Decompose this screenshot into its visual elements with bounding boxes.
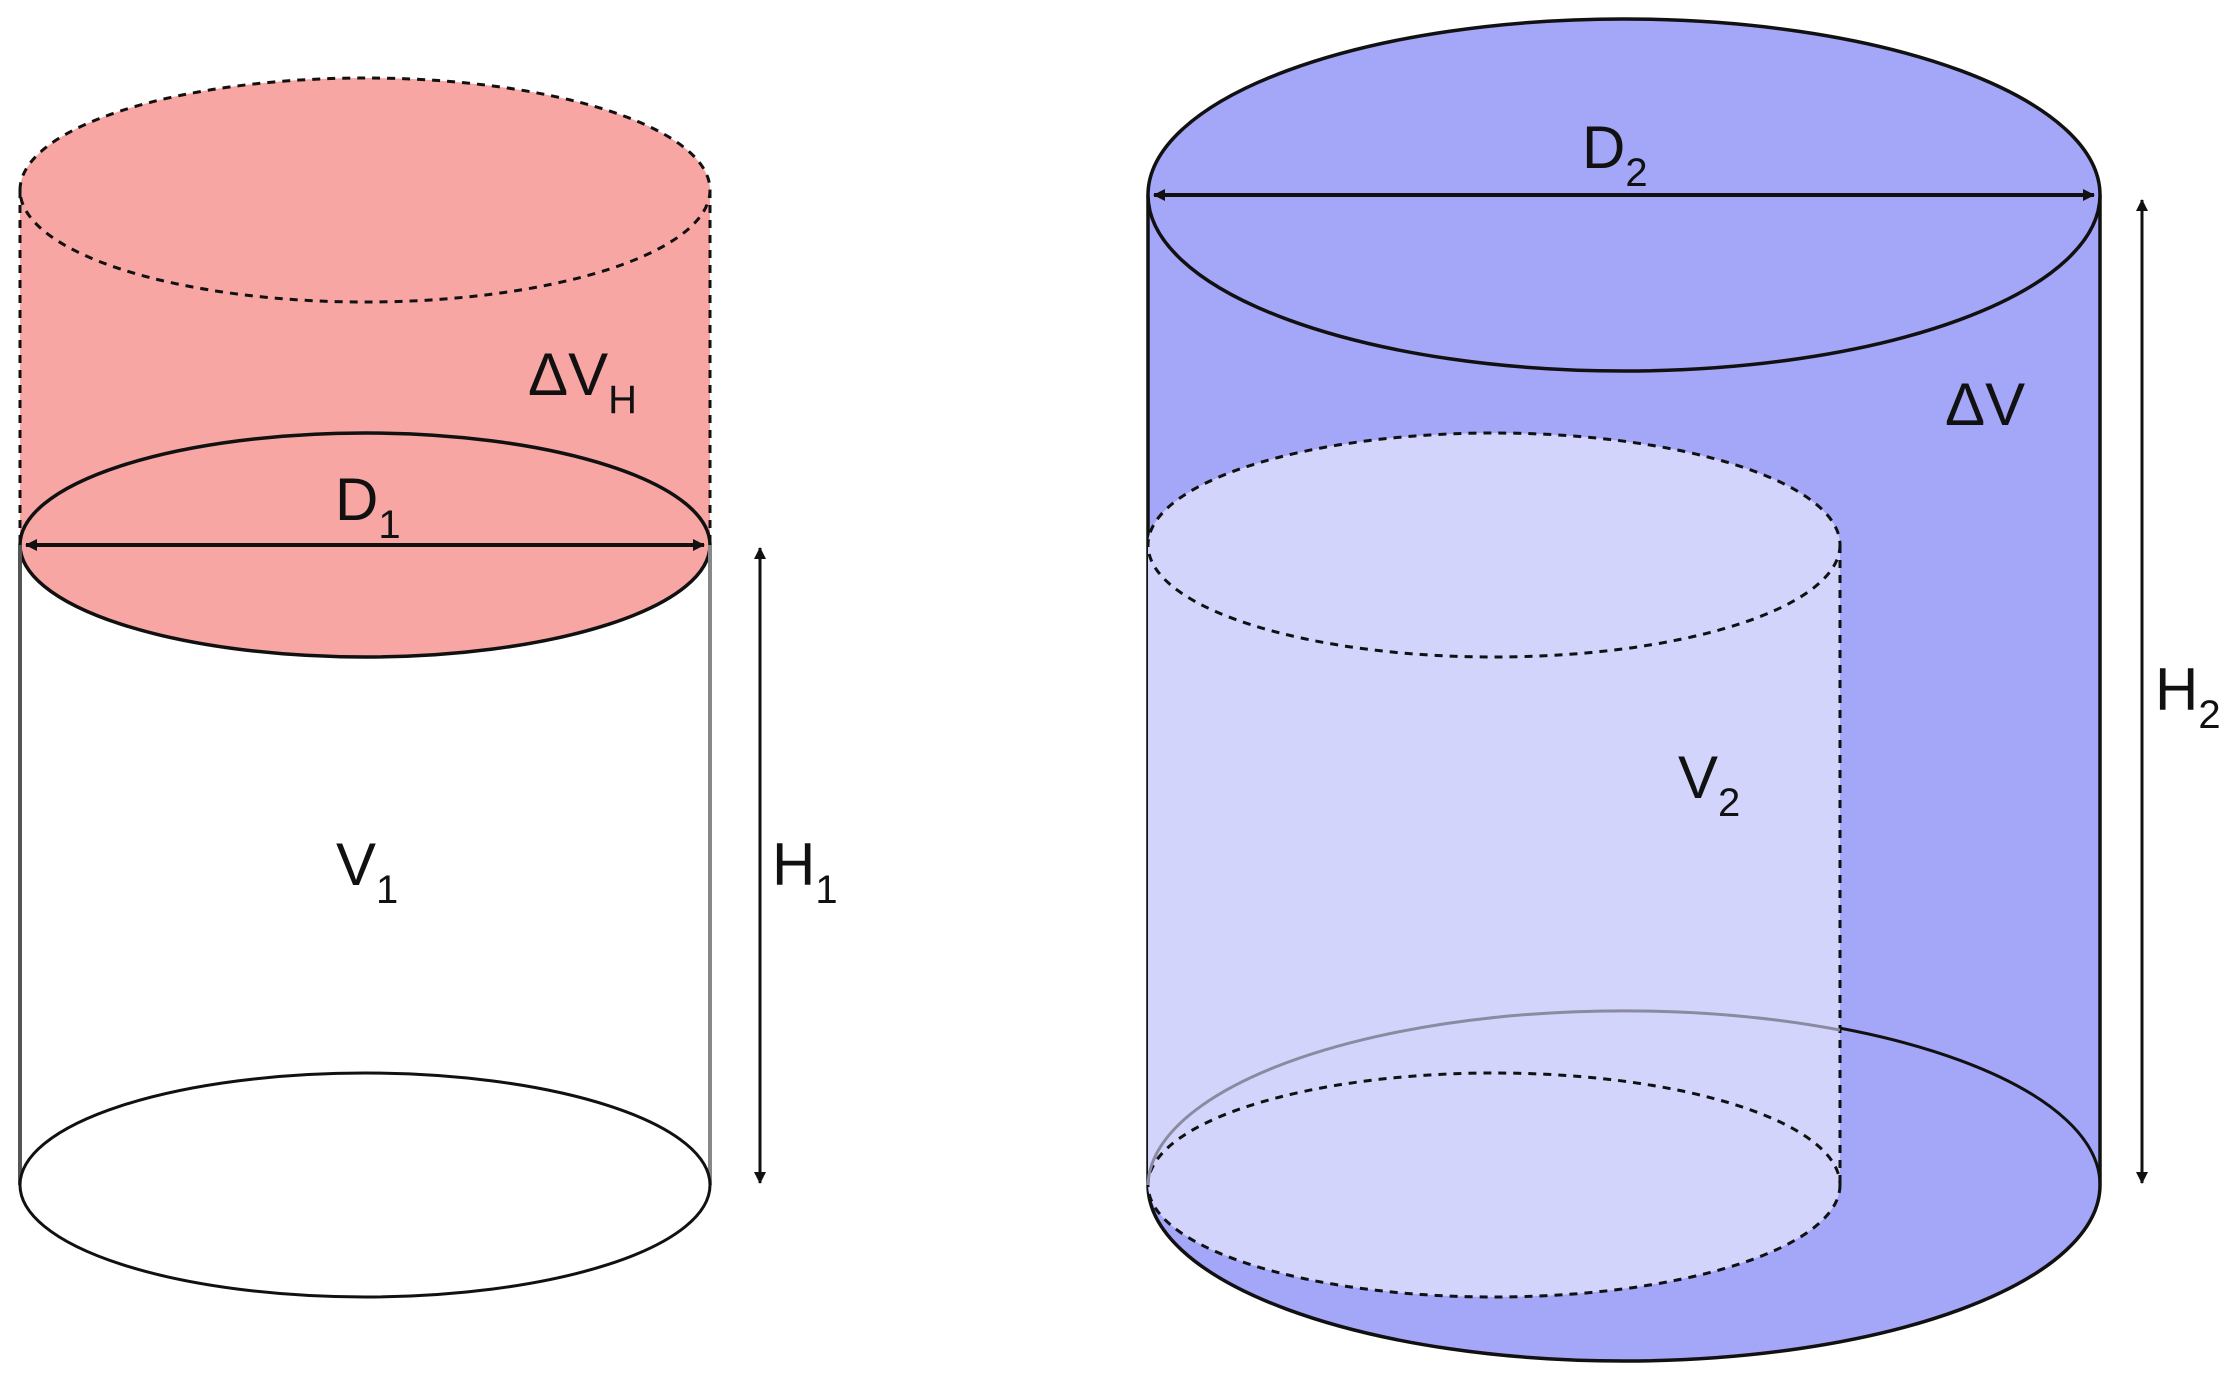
inner-back-edge (1146, 1009, 1841, 1186)
left-diameter-label: D1 (335, 466, 401, 547)
right-volume-label: V2 (1678, 744, 1740, 825)
right-cylinder: D2 ΔV V2 H2 (1146, 17, 2221, 1363)
left-bottom-ellipse (18, 1071, 712, 1299)
right-height-label: H2 (2155, 656, 2221, 737)
left-delta-volume-label: ΔVH (528, 341, 637, 422)
right-bottom-ellipse (1146, 1184, 2102, 1363)
left-cylinder: ΔVH D1 V1 H1 (18, 76, 838, 1299)
left-volume-label: V1 (336, 831, 398, 912)
right-diameter-label: D2 (1582, 114, 1648, 195)
right-delta-volume-label: ΔV (1945, 371, 2025, 438)
inner-cylinder-body (1148, 433, 1840, 1297)
left-height-label: H1 (772, 831, 838, 912)
